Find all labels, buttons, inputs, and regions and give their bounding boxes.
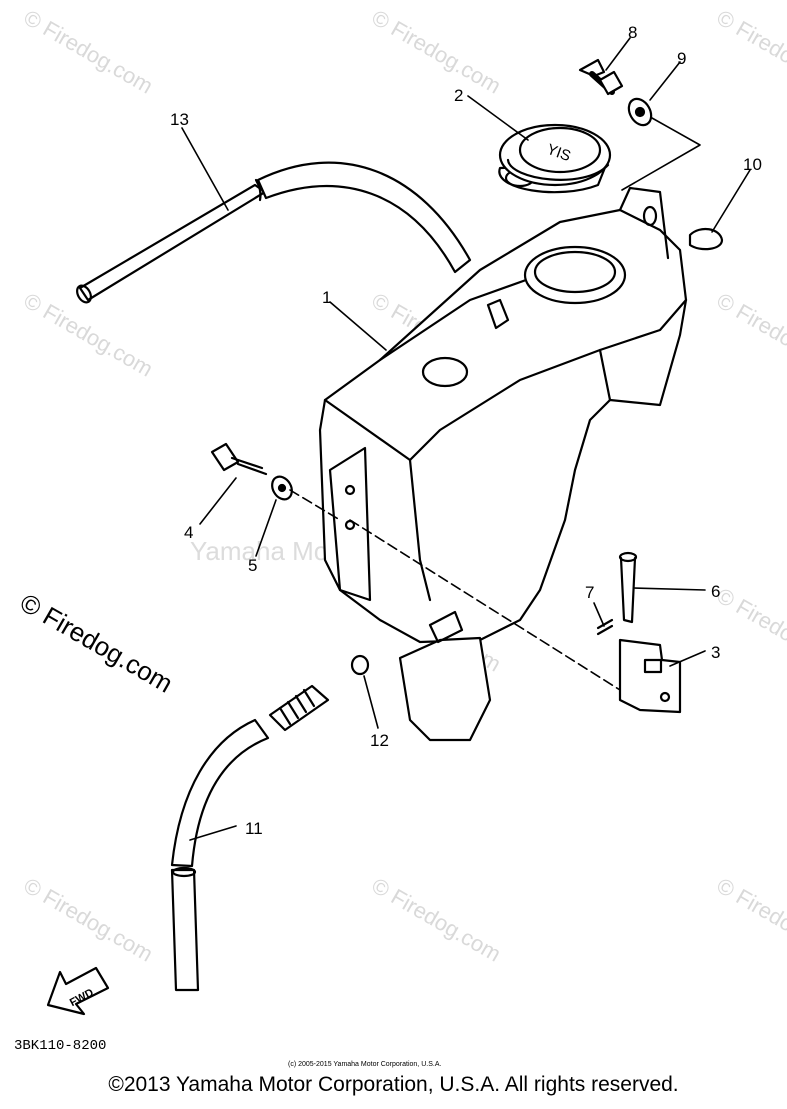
small-copyright: (c) 2005-2015 Yamaha Motor Corporation, …	[288, 1061, 441, 1068]
clamp-12	[350, 654, 370, 676]
part-code: 3BK110-8200	[14, 1038, 106, 1054]
callout-6: 6	[711, 582, 720, 601]
callout-3: 3	[711, 643, 720, 662]
clip-7	[596, 618, 614, 636]
watermark-strong: © Firedog.com	[15, 587, 178, 698]
pin-6	[618, 551, 638, 624]
tank-1	[318, 186, 688, 742]
callout-12: 12	[370, 731, 389, 750]
watermark-text: © Firedog.com	[713, 288, 787, 382]
callout-5: 5	[248, 556, 257, 575]
watermark-text: © Firedog.com	[20, 873, 158, 967]
callout-11: 11	[245, 819, 263, 838]
callout-10: 10	[743, 155, 762, 174]
watermark-text: © Firedog.com	[713, 5, 787, 99]
callout-1: 1	[322, 288, 331, 307]
parts-diagram: © Firedog.com © Firedog.com © Firedog.co…	[14, 5, 787, 1068]
watermark-text: © Firedog.com	[368, 5, 506, 99]
watermark-text: © Firedog.com	[368, 873, 506, 967]
callout-2: 2	[454, 86, 463, 105]
fwd-arrow-icon	[46, 966, 110, 1016]
callout-labels: 1 2 3 4 5 6 7 8 9 10 11 12 13	[170, 23, 762, 838]
wing-bolt-8	[578, 58, 624, 96]
callout-4: 4	[184, 523, 193, 542]
callout-7: 7	[585, 583, 594, 602]
leader-lines	[181, 37, 751, 841]
grommet-10	[688, 227, 724, 251]
bolt-4	[210, 442, 268, 476]
watermark-text: © Firedog.com	[20, 5, 158, 99]
hose-11	[170, 684, 330, 992]
watermark-text: © Firedog.com	[713, 583, 787, 677]
hose-13	[76, 161, 472, 304]
callout-13: 13	[170, 110, 189, 129]
copyright-footer: ©2013 Yamaha Motor Corporation, U.S.A. A…	[108, 1073, 679, 1096]
bracket-3	[618, 638, 682, 714]
callout-8: 8	[628, 23, 637, 42]
watermark-text: © Firedog.com	[713, 873, 787, 967]
callout-9: 9	[677, 49, 686, 68]
